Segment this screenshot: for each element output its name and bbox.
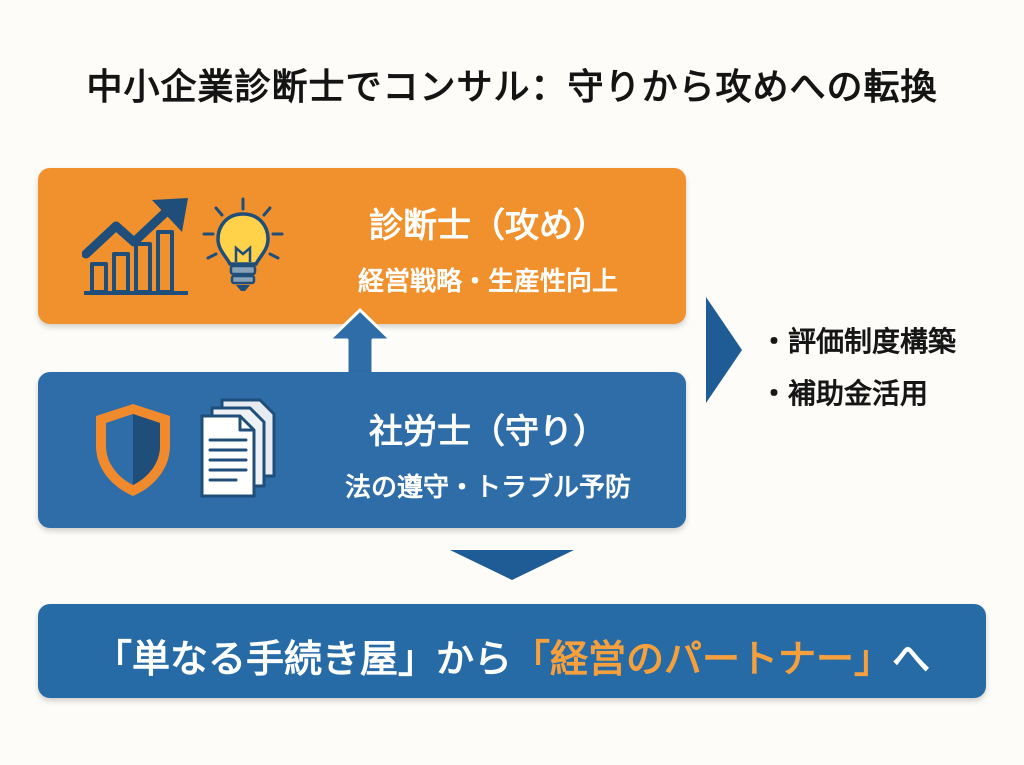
lightbulb-icon bbox=[202, 197, 284, 291]
page-title: 中小企業診断士でコンサル：守りから攻めへの転換 bbox=[86, 67, 938, 108]
conclusion-banner: 「単なる手続き屋」から「経営のパートナー」へ bbox=[38, 604, 986, 698]
defense-box: 社労士（守り） 法の遵守・トラブル予防 bbox=[38, 372, 686, 528]
benefit-item-evaluation: ・評価制度構築 bbox=[760, 325, 957, 358]
right-arrow-icon bbox=[706, 297, 742, 403]
banner-text-from: 「単なる手続き屋」から bbox=[93, 637, 512, 681]
shield-icon bbox=[96, 404, 170, 496]
attack-subtitle: 経営戦略・生産性向上 bbox=[357, 267, 618, 297]
benefit-list: ・評価制度構築 ・補助金活用 bbox=[760, 316, 956, 420]
banner-text-to: へ bbox=[892, 637, 931, 681]
banner-text-highlight: 「経営のパートナー」 bbox=[511, 637, 892, 681]
benefit-item-subsidy: ・補助金活用 bbox=[760, 377, 929, 410]
attack-box: 診断士（攻め） 経営戦略・生産性向上 bbox=[38, 168, 686, 324]
defense-subtitle: 法の遵守・トラブル予防 bbox=[344, 473, 631, 503]
attack-title: 診断士（攻め） bbox=[369, 206, 607, 246]
down-arrow-icon bbox=[450, 550, 574, 580]
growth-chart-icon bbox=[82, 198, 188, 295]
documents-icon bbox=[200, 398, 276, 498]
defense-title: 社労士（守り） bbox=[369, 412, 607, 452]
